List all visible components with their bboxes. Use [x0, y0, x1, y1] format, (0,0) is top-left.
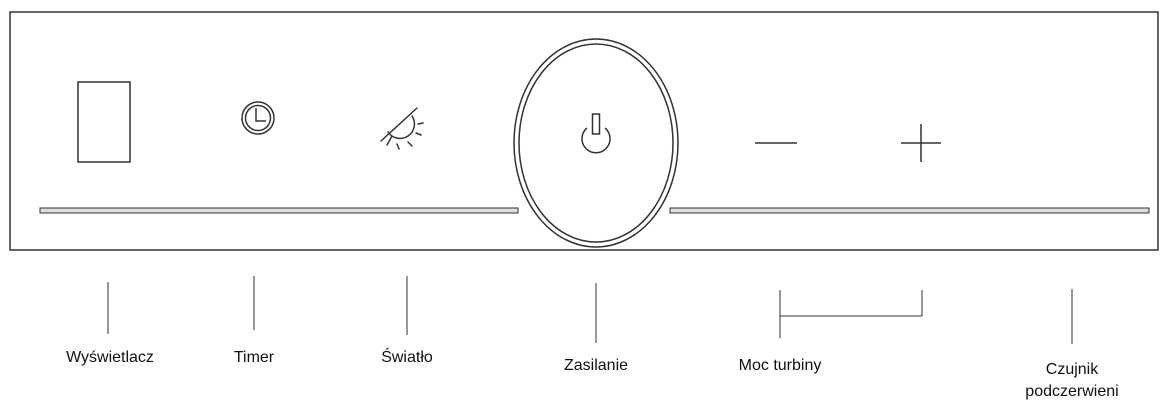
clock-icon[interactable] [241, 101, 275, 135]
leader-turbo [779, 290, 923, 338]
left-touch-strip [39, 207, 519, 214]
display-icon[interactable] [77, 81, 131, 163]
label-timer: Timer [233, 349, 275, 366]
right-touch-strip [669, 207, 1150, 214]
label-ir-sensor-line2: podczerwieni [1025, 383, 1119, 400]
power-icon [581, 113, 611, 154]
label-ir-sensor: Czujnik podczerwieni [1002, 359, 1142, 403]
plus-icon[interactable] [901, 124, 941, 162]
power-button[interactable] [513, 38, 679, 248]
label-turbo: Moc turbiny [738, 357, 822, 374]
light-bulb-icon[interactable] [380, 107, 424, 150]
label-light: Światło [381, 349, 433, 366]
label-display: Wyświetlacz [66, 349, 154, 366]
label-ir-sensor-line1: Czujnik [1045, 361, 1099, 378]
label-power: Zasilanie [563, 357, 629, 374]
